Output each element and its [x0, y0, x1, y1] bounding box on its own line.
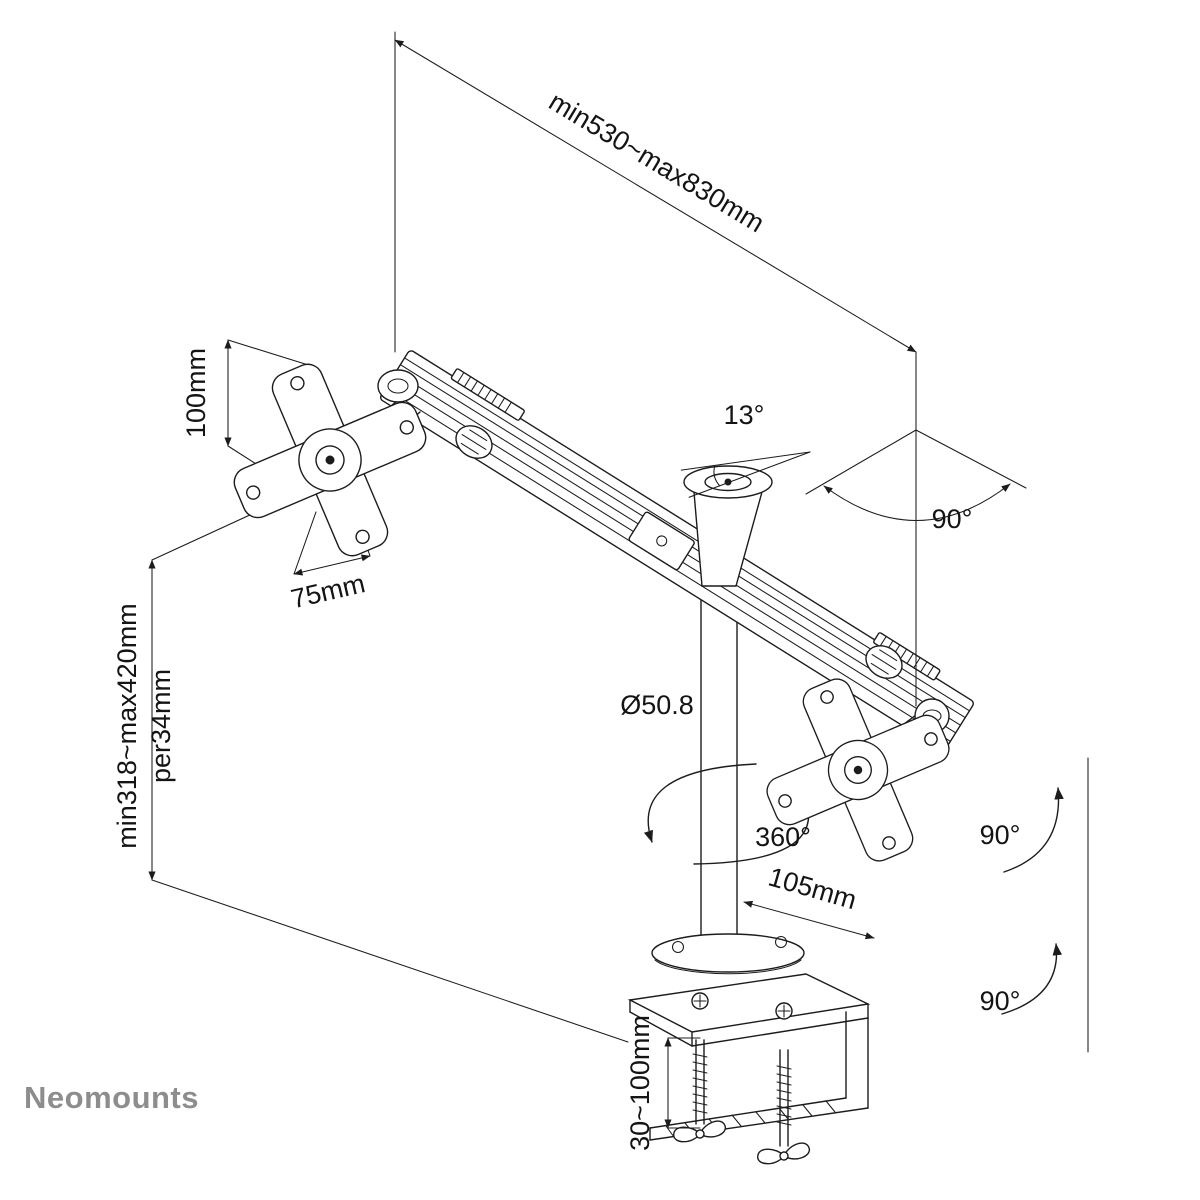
clamp-jaw-top — [649, 1097, 847, 1129]
swivel-annotation: 90° — [805, 429, 1027, 534]
rotation-angle-label: 360° — [755, 822, 811, 852]
vesa-height-label: 100mm — [181, 348, 211, 438]
desk-clamp — [627, 933, 871, 1165]
swivel-angle-label: 90° — [932, 504, 973, 534]
tilt-angle-annotation: 13° — [680, 400, 811, 498]
arm-length-label: min530~max830mm — [544, 86, 770, 238]
vesa-plate-left — [233, 363, 427, 557]
tilt-upper-label: 90° — [980, 820, 1021, 850]
pole-flange — [651, 933, 805, 973]
dim-arm-length: min530~max830mm — [394, 31, 917, 707]
height-range-label: min318~max420mm — [112, 603, 142, 848]
pole-diameter-label: Ø50.8 — [620, 690, 694, 720]
thread-ticks — [776, 1065, 792, 1126]
knob-left-top — [377, 369, 419, 403]
wing-handle-right — [756, 1142, 811, 1165]
slider-ticks-left — [457, 371, 512, 413]
vesa-plate-right — [766, 678, 950, 862]
brand-logo: Neomounts — [24, 1080, 199, 1115]
tilt-lower-label: 90° — [980, 986, 1021, 1016]
dim-height-range: min318~max420mm per34mm — [112, 559, 176, 881]
dim-pole-diameter: Ø50.8 — [620, 690, 694, 720]
dim-vesa-height: 100mm — [181, 339, 232, 447]
pole — [700, 595, 738, 952]
dim-vesa-width: 75mm — [288, 554, 371, 614]
knob-rail-right — [865, 645, 903, 679]
side-tilt-annotation: 90° 90° — [980, 757, 1089, 1053]
clamp-range-label: 30~100mm — [625, 1015, 655, 1151]
dim-clamp-range: 30~100mm — [625, 1015, 701, 1151]
clamp-screw-right — [756, 1002, 811, 1165]
height-step-label: per34mm — [146, 669, 176, 783]
base-offset-label: 105mm — [765, 862, 860, 916]
vesa-width-label: 75mm — [288, 568, 368, 614]
thread-ticks — [692, 1053, 708, 1114]
knob-rail-left — [455, 425, 493, 459]
tilt-angle-label: 13° — [724, 400, 765, 430]
rail-center-bracket — [628, 511, 695, 571]
dim-base-offset: 105mm — [743, 862, 875, 940]
desk-surface-line — [151, 879, 629, 1043]
